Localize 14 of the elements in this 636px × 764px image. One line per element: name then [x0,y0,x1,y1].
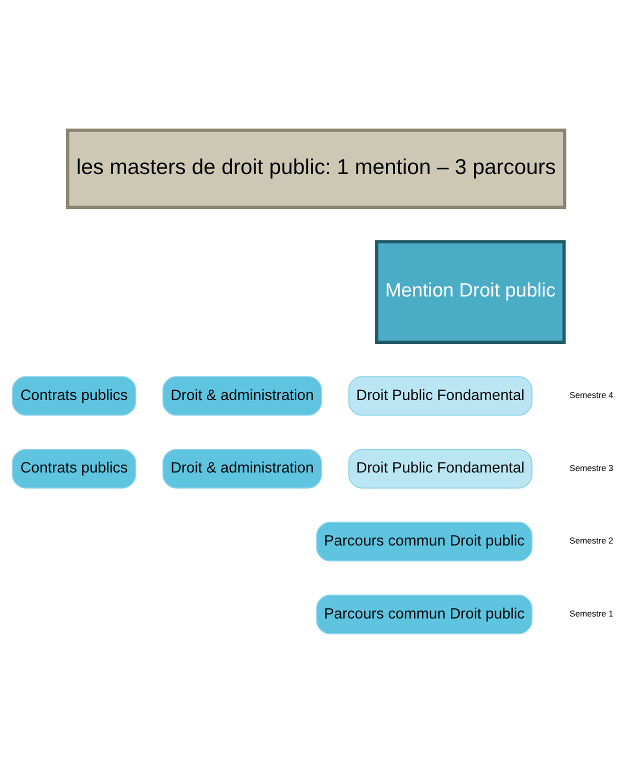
label: Semestre 3 [570,462,614,473]
node-box: Parcours commun Droit public [316,522,532,562]
node-box: Parcours commun Droit public [316,594,532,634]
node-box: Droit & administration [162,376,322,416]
node-box: Droit Public Fondamental [348,448,532,489]
node-box: Contrats publics [12,376,136,416]
node-box: Droit & administration [162,448,322,489]
node-box: Mention Droit public [375,240,566,344]
node-box: Contrats publics [12,448,136,489]
label: Semestre 1 [570,608,614,618]
node-box: les masters de droit public: 1 mention – 3 parcours [66,128,566,210]
label: Semestre 4 [570,390,614,400]
node-box: Droit Public Fondamental [348,376,532,416]
label: Semestre 2 [570,536,614,546]
